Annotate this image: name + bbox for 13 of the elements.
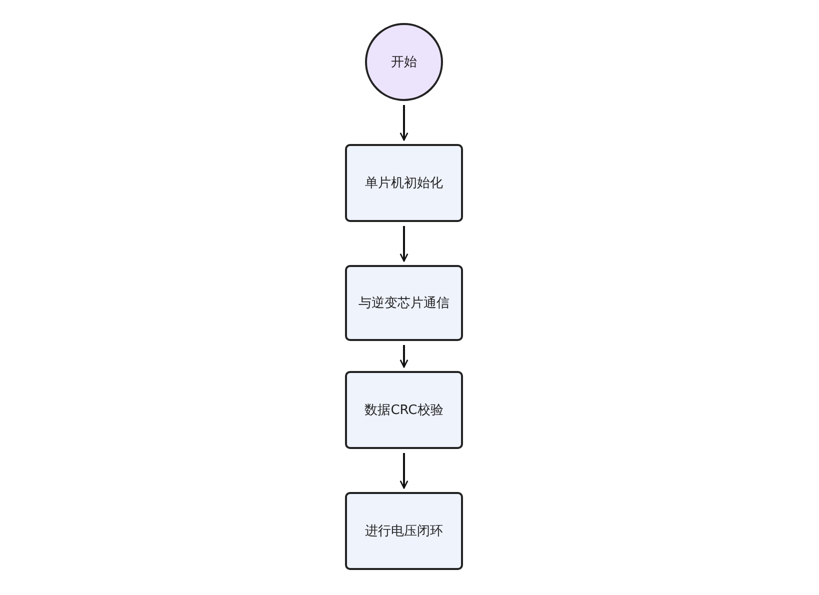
process-box: [345, 144, 463, 222]
arrow: [400, 453, 408, 489]
node-label: 单片机初始化: [365, 175, 443, 192]
process-box: [345, 492, 463, 570]
node-label: 进行电压闭环: [365, 523, 443, 540]
node-label: 开始: [391, 54, 417, 71]
process-box: [345, 371, 463, 449]
arrow: [400, 345, 408, 368]
node-label: 数据CRC校验: [364, 402, 444, 419]
process-box: [345, 265, 463, 341]
node-label: 与逆变芯片通信: [358, 295, 450, 312]
arrow: [400, 105, 408, 141]
arrow: [400, 226, 408, 262]
